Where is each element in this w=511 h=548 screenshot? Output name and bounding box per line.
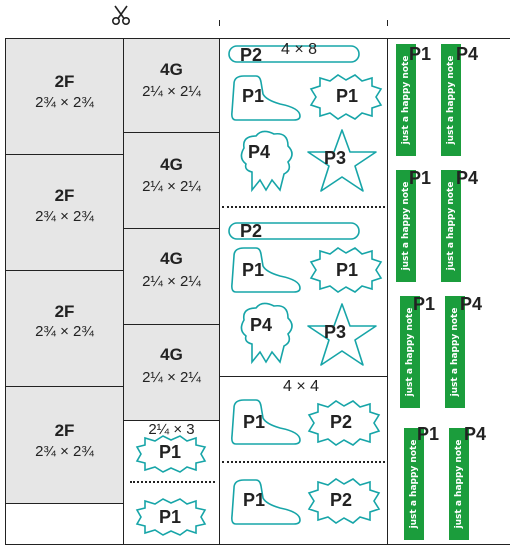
piece-label: P1: [413, 294, 436, 314]
piece-label: P3: [324, 322, 347, 342]
banner-shape: [228, 222, 360, 240]
piece-label: P4: [460, 294, 483, 314]
piece-label: P2: [330, 490, 353, 510]
block-name: 4G: [160, 155, 183, 174]
star-shape: [307, 129, 377, 192]
piece-label: P1: [243, 412, 266, 432]
block-size: 2¾ × 2¾: [35, 208, 94, 225]
scissors-icon: [110, 4, 132, 26]
cut-tick: [387, 20, 388, 26]
piece-label: P1: [242, 260, 265, 280]
dotted-cut-line: [130, 481, 215, 483]
piece-label: P1: [159, 507, 182, 527]
ribbon-strip: just a happy note: [400, 296, 420, 408]
piece-label: P1: [159, 442, 182, 462]
block-size: 2¾ × 2¾: [35, 443, 94, 460]
ribbon-strip: just a happy note: [396, 44, 416, 156]
block-2f: 2F 2¾ × 2¾: [5, 38, 124, 155]
ribbon-strip: just a happy note: [404, 428, 424, 540]
dotted-cut-line: [222, 461, 385, 463]
badge-shape: [309, 74, 383, 120]
piece-label: P1: [243, 490, 266, 510]
ribbon-strip: just a happy note: [441, 170, 461, 282]
block-name: 2F: [54, 302, 75, 321]
block-4g: 4G 2¼ × 2¼: [123, 38, 220, 133]
block-size: 2¼ × 2¼: [142, 369, 201, 386]
piece-label: P4: [250, 315, 273, 335]
frame-bottom: [5, 544, 510, 545]
col-divider: [5, 38, 6, 545]
cloud-shape: [240, 302, 293, 365]
piece-label: P3: [324, 148, 347, 168]
block-size: 2¼ × 2¼: [142, 178, 201, 195]
block-divider: [219, 376, 388, 377]
badge-shape: [307, 400, 381, 446]
col-divider: [387, 38, 388, 545]
shoe-shape: [231, 479, 301, 525]
ribbon-strip: just a happy note: [396, 170, 416, 282]
block-size: 2¾ × 2¾: [35, 323, 94, 340]
block-p1-pair: 2¼ × 3: [123, 420, 220, 545]
piece-label: P1: [417, 424, 440, 444]
piece-label: P2: [330, 412, 353, 432]
piece-label: P2: [240, 45, 263, 65]
dotted-cut-line: [222, 206, 385, 208]
block-name: 4G: [160, 249, 183, 268]
block-size: 2¼ × 3: [148, 421, 195, 438]
badge-shape: [135, 498, 207, 536]
shoe-shape: [231, 247, 301, 293]
shoe-shape: [231, 399, 301, 445]
block-name: 2F: [54, 421, 75, 440]
piece-label: P2: [240, 221, 263, 241]
block-4g: 4G 2¼ × 2¼: [123, 324, 220, 421]
badge-shape: [309, 247, 383, 293]
block-size: 2¼ × 2¼: [142, 273, 201, 290]
block-name: 2F: [54, 72, 75, 91]
piece-label: P1: [336, 260, 359, 280]
piece-label: P1: [409, 44, 432, 64]
block-4g: 4G 2¼ × 2¼: [123, 132, 220, 229]
cloud-shape: [240, 130, 293, 193]
block-name: 4G: [160, 60, 183, 79]
ribbon-strip: just a happy note: [449, 428, 469, 540]
piece-label: P1: [242, 86, 265, 106]
shoe-shape: [231, 75, 301, 121]
block-size: 4 × 4: [283, 378, 320, 395]
ribbon-strip: just a happy note: [445, 296, 465, 408]
piece-label: P4: [464, 424, 487, 444]
block-name: 2F: [54, 186, 75, 205]
block-2f: 2F 2¾ × 2¾: [5, 154, 124, 271]
piece-label: P4: [456, 44, 479, 64]
block-2f: 2F 2¾ × 2¾: [5, 270, 124, 387]
banner-shape: [228, 45, 360, 63]
block-size: 2¾ × 2¾: [35, 94, 94, 111]
cut-tick: [219, 20, 220, 26]
piece-label: P1: [336, 86, 359, 106]
block-2f: 2F 2¾ × 2¾: [5, 386, 124, 504]
block-size: 2¼ × 2¼: [142, 83, 201, 100]
piece-label: P1: [409, 168, 432, 188]
piece-label: P4: [456, 168, 479, 188]
ribbon-strip: just a happy note: [441, 44, 461, 156]
block-size: 4 × 8: [281, 41, 318, 58]
block-name: 4G: [160, 345, 183, 364]
piece-label: P4: [248, 142, 271, 162]
block-4g: 4G 2¼ × 2¼: [123, 228, 220, 325]
col-divider: [219, 38, 220, 545]
badge-shape: [307, 478, 381, 524]
star-shape: [307, 303, 377, 366]
badge-shape: [135, 435, 207, 473]
frame-top: [5, 38, 510, 39]
